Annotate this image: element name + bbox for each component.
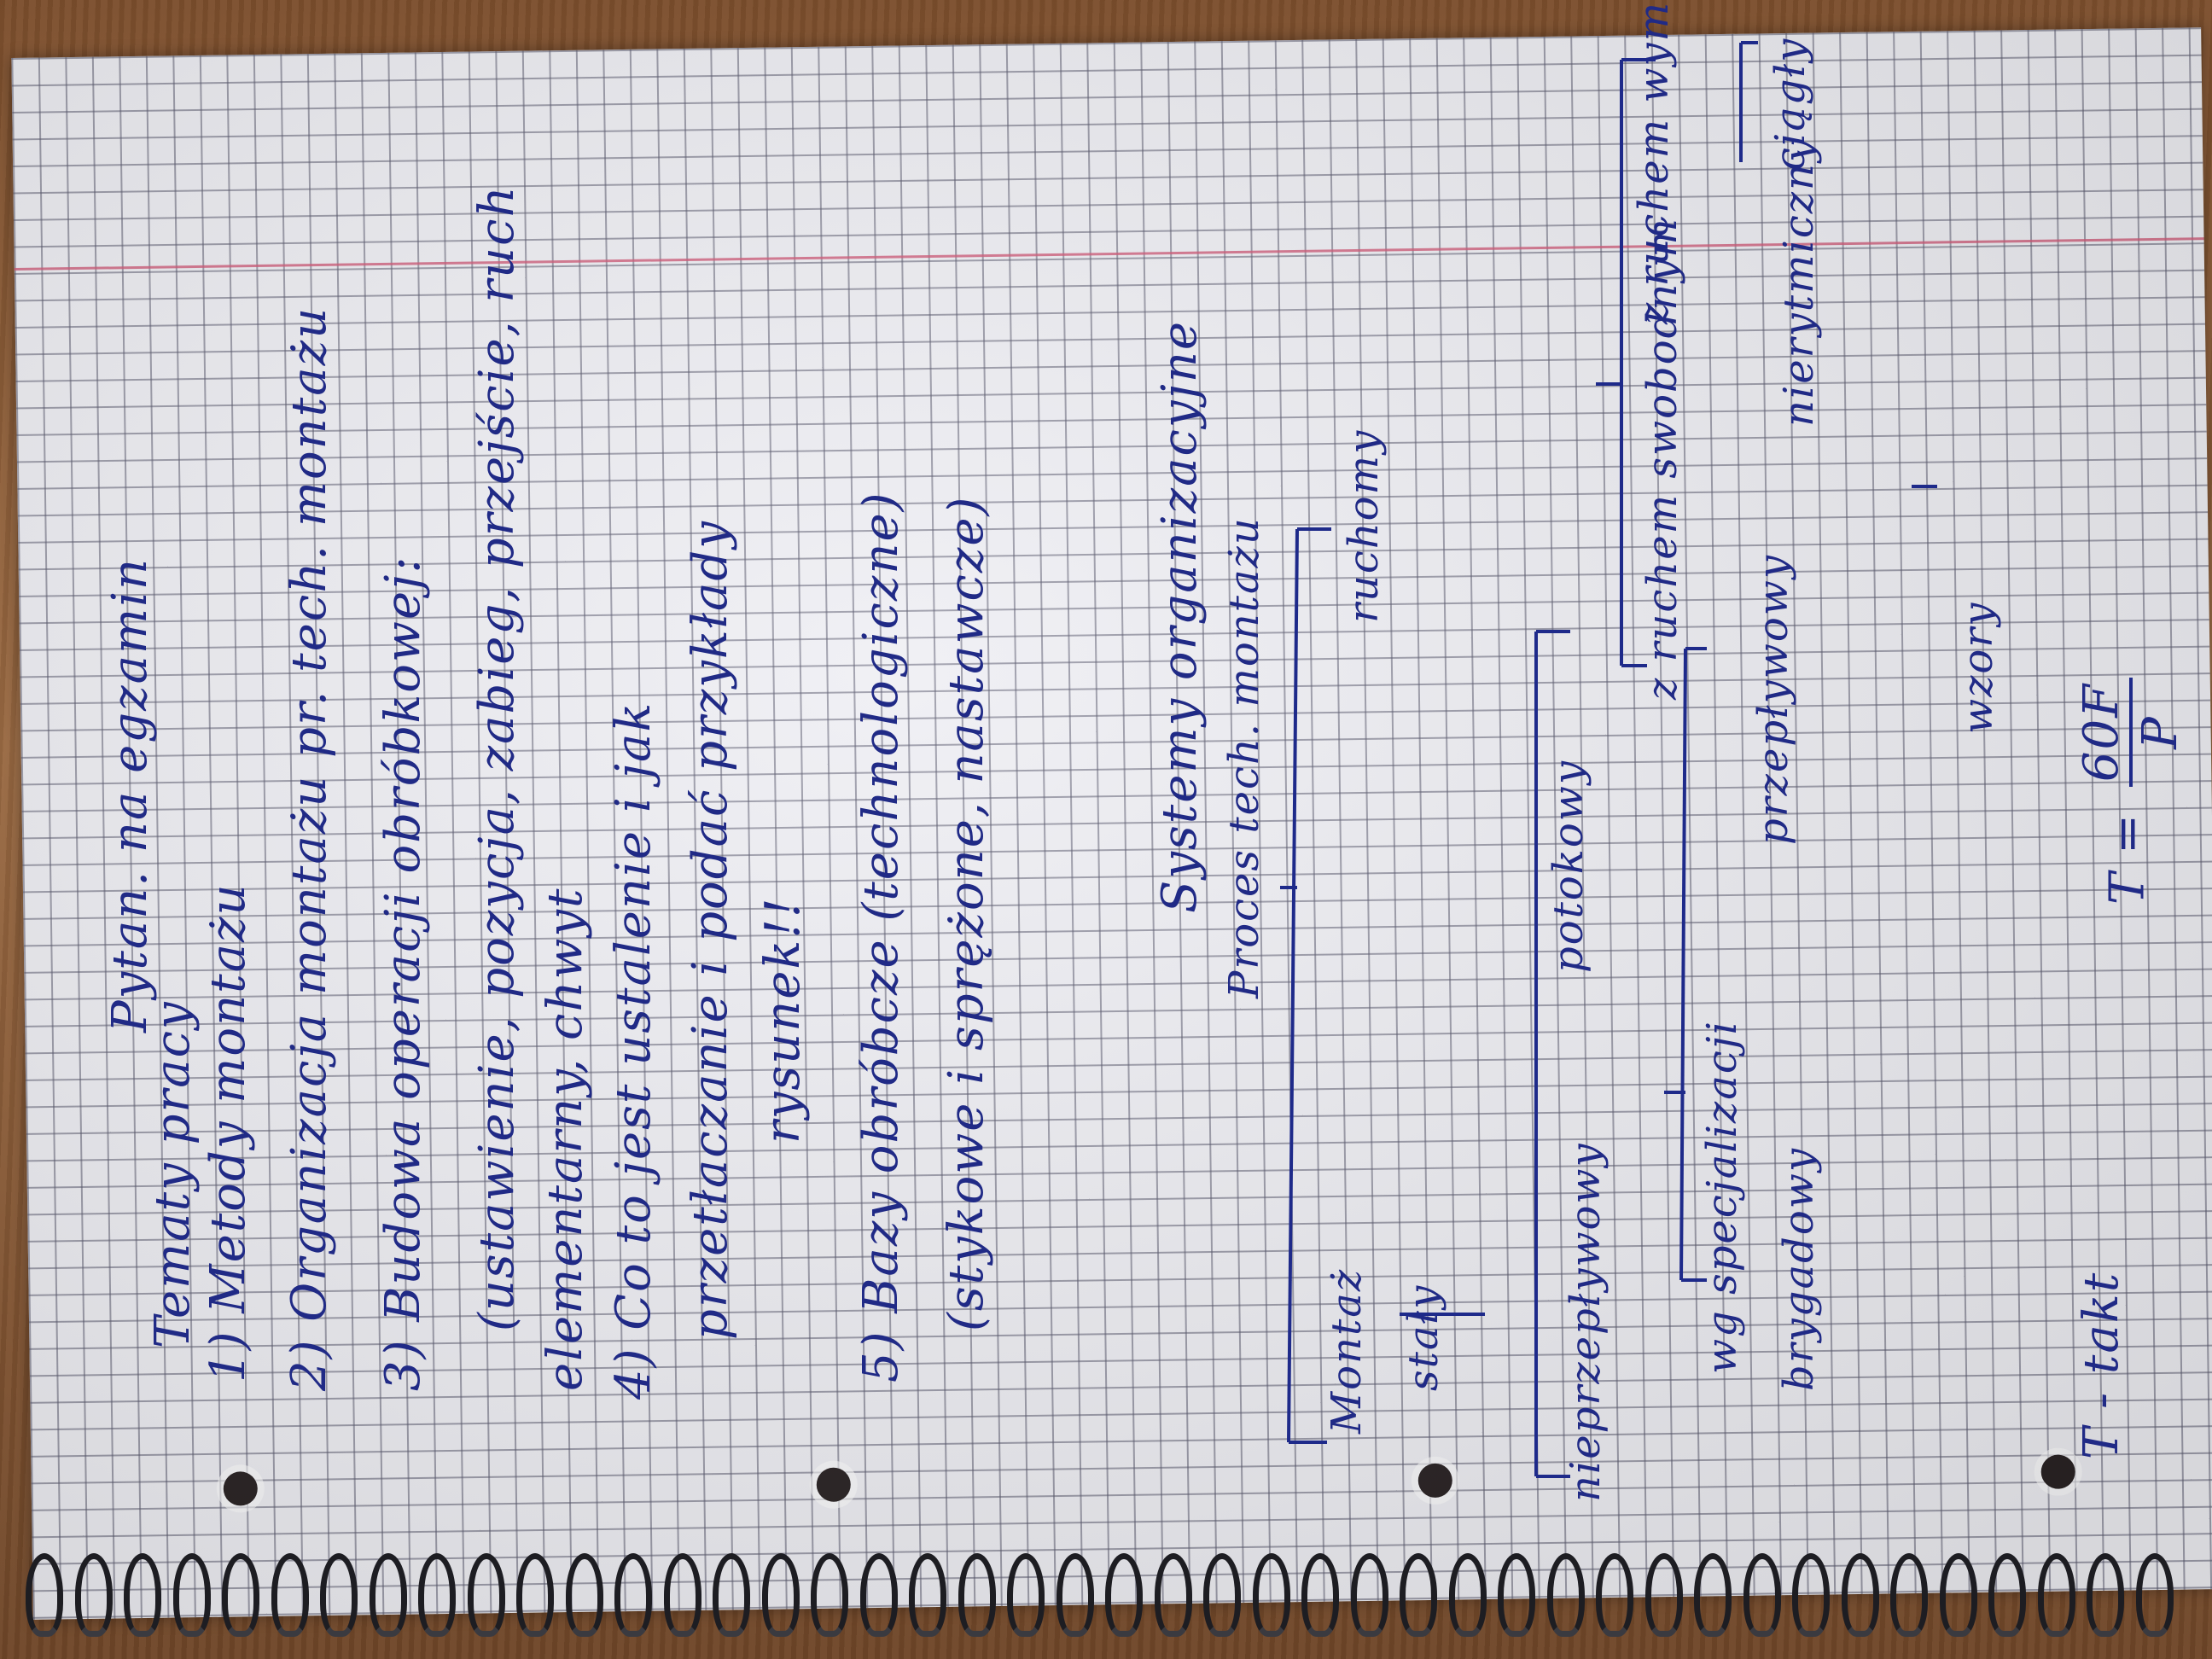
spiral-coil bbox=[1546, 1553, 1585, 1637]
spiral-coil bbox=[1448, 1553, 1487, 1637]
spiral-coil bbox=[1498, 1553, 1535, 1637]
spiral-coil bbox=[1596, 1553, 1633, 1637]
spiral-coil bbox=[516, 1553, 554, 1637]
spiral-coil bbox=[761, 1553, 800, 1637]
spiral-coil bbox=[1056, 1553, 1094, 1637]
spiral-coil bbox=[124, 1553, 161, 1637]
spiral-coil bbox=[26, 1553, 63, 1637]
spiral-coil bbox=[1203, 1553, 1241, 1637]
spiral-coil bbox=[1350, 1553, 1388, 1637]
spiral-coil bbox=[418, 1553, 456, 1637]
spiral-binding bbox=[26, 1553, 2202, 1637]
spiral-coil bbox=[1105, 1553, 1143, 1637]
spiral-coil bbox=[172, 1553, 211, 1637]
spiral-coil bbox=[958, 1553, 996, 1637]
spiral-coil bbox=[1252, 1553, 1290, 1637]
spiral-coil bbox=[222, 1553, 259, 1637]
spiral-coil bbox=[713, 1553, 750, 1637]
spiral-coil bbox=[1890, 1553, 1928, 1637]
spiral-coil bbox=[467, 1553, 505, 1637]
spiral-coil bbox=[271, 1553, 309, 1637]
spiral-coil bbox=[663, 1553, 701, 1637]
spiral-coil bbox=[369, 1553, 407, 1637]
spiral-coil bbox=[2087, 1553, 2124, 1637]
spiral-coil bbox=[909, 1553, 946, 1637]
tree-bracket-lines bbox=[1280, 41, 1937, 1478]
spiral-coil bbox=[811, 1553, 848, 1637]
spiral-coil bbox=[1154, 1553, 1192, 1637]
spiral-coil bbox=[2135, 1553, 2174, 1637]
spiral-coil bbox=[1694, 1553, 1732, 1637]
spiral-coil bbox=[320, 1553, 358, 1637]
spiral-coil bbox=[565, 1553, 603, 1637]
spiral-coil bbox=[1792, 1553, 1830, 1637]
spiral-coil bbox=[1644, 1553, 1683, 1637]
spiral-coil bbox=[1841, 1553, 1879, 1637]
spiral-coil bbox=[2037, 1553, 2075, 1637]
spiral-coil bbox=[614, 1553, 652, 1637]
rotated-notes: Pytan. na egzamin Tematy pracy 1) Metody… bbox=[34, 0, 2188, 1587]
spiral-coil bbox=[1743, 1553, 1781, 1637]
spiral-coil bbox=[1939, 1553, 1977, 1637]
spiral-coil bbox=[1007, 1553, 1045, 1637]
spiral-coil bbox=[1400, 1553, 1437, 1637]
spiral-coil bbox=[1301, 1553, 1339, 1637]
spiral-coil bbox=[1988, 1553, 2026, 1637]
spiral-coil bbox=[74, 1553, 113, 1637]
spiral-coil bbox=[859, 1553, 898, 1637]
